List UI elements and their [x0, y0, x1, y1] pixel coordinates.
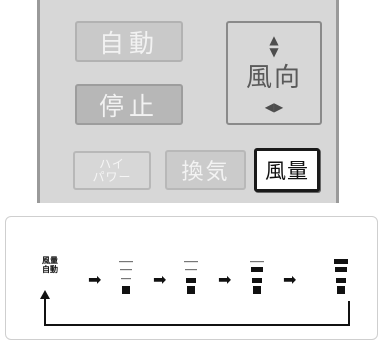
fan-level-bar [185, 269, 197, 271]
fan-level-2-icon [184, 261, 198, 294]
stop-button[interactable]: 停止 [75, 84, 183, 125]
hi-power-label-line2: パワー [92, 169, 132, 184]
fan-level-bar [122, 286, 130, 294]
fan-level-1-icon [119, 261, 133, 294]
return-loop-arrow-icon [40, 290, 350, 326]
fan-auto-label: 風量 自動 [42, 256, 64, 274]
fan-level-bar [251, 267, 263, 272]
fan-level-bar [335, 267, 347, 272]
right-arrow-icon: ➡ [218, 270, 232, 289]
fan-level-bar [120, 269, 132, 271]
fan-level-4-icon [334, 259, 348, 294]
fan-auto-label-line2: 自動 [42, 265, 58, 274]
auto-button[interactable]: 自動 [75, 21, 183, 62]
right-arrow-icon: ➡ [153, 270, 167, 289]
hi-power-button[interactable]: ハイ パワー [73, 151, 151, 190]
stop-button-label: 停止 [98, 91, 159, 121]
fan-auto-label-line1: 風量 [42, 256, 58, 265]
right-arrow-icon: ➡ [283, 270, 297, 289]
fan-level-bar [184, 261, 198, 263]
fan-level-bar [187, 286, 195, 294]
air-direction-label: 風向 [245, 63, 302, 93]
fan-speed-cycle-diagram: 風量 自動 ➡ ➡ ➡ ➡ [5, 216, 378, 340]
fan-level-bar [252, 278, 262, 283]
fan-level-bar [336, 278, 346, 283]
fan-level-bar [250, 261, 264, 263]
fan-level-icons [40, 259, 350, 326]
fan-level-bar [186, 278, 196, 283]
fan-level-bar [121, 278, 131, 280]
ventilation-label: 換気 [181, 160, 230, 185]
fan-level-bar [253, 286, 261, 294]
fan-speed-button[interactable]: 風量 [254, 148, 320, 192]
remote-control-panel: 自動 停止 ▲▼ 風向 ◀▶ ハイ パワー 換気 風量 [37, 0, 339, 203]
up-down-arrows-icon: ▲▼ [267, 33, 281, 57]
air-direction-button[interactable]: ▲▼ 風向 ◀▶ [226, 21, 322, 125]
hi-power-label-line1: ハイ [99, 156, 125, 171]
fan-speed-label: 風量 [265, 159, 309, 183]
fan-level-bar [119, 261, 133, 263]
ventilation-button[interactable]: 換気 [165, 150, 246, 190]
fan-level-3-icon [250, 261, 264, 294]
left-right-arrows-icon: ◀▶ [264, 100, 284, 114]
fan-level-bar [334, 259, 348, 264]
right-arrow-icon: ➡ [88, 270, 102, 289]
auto-button-label: 自動 [98, 28, 159, 58]
fan-level-bar [337, 286, 345, 294]
